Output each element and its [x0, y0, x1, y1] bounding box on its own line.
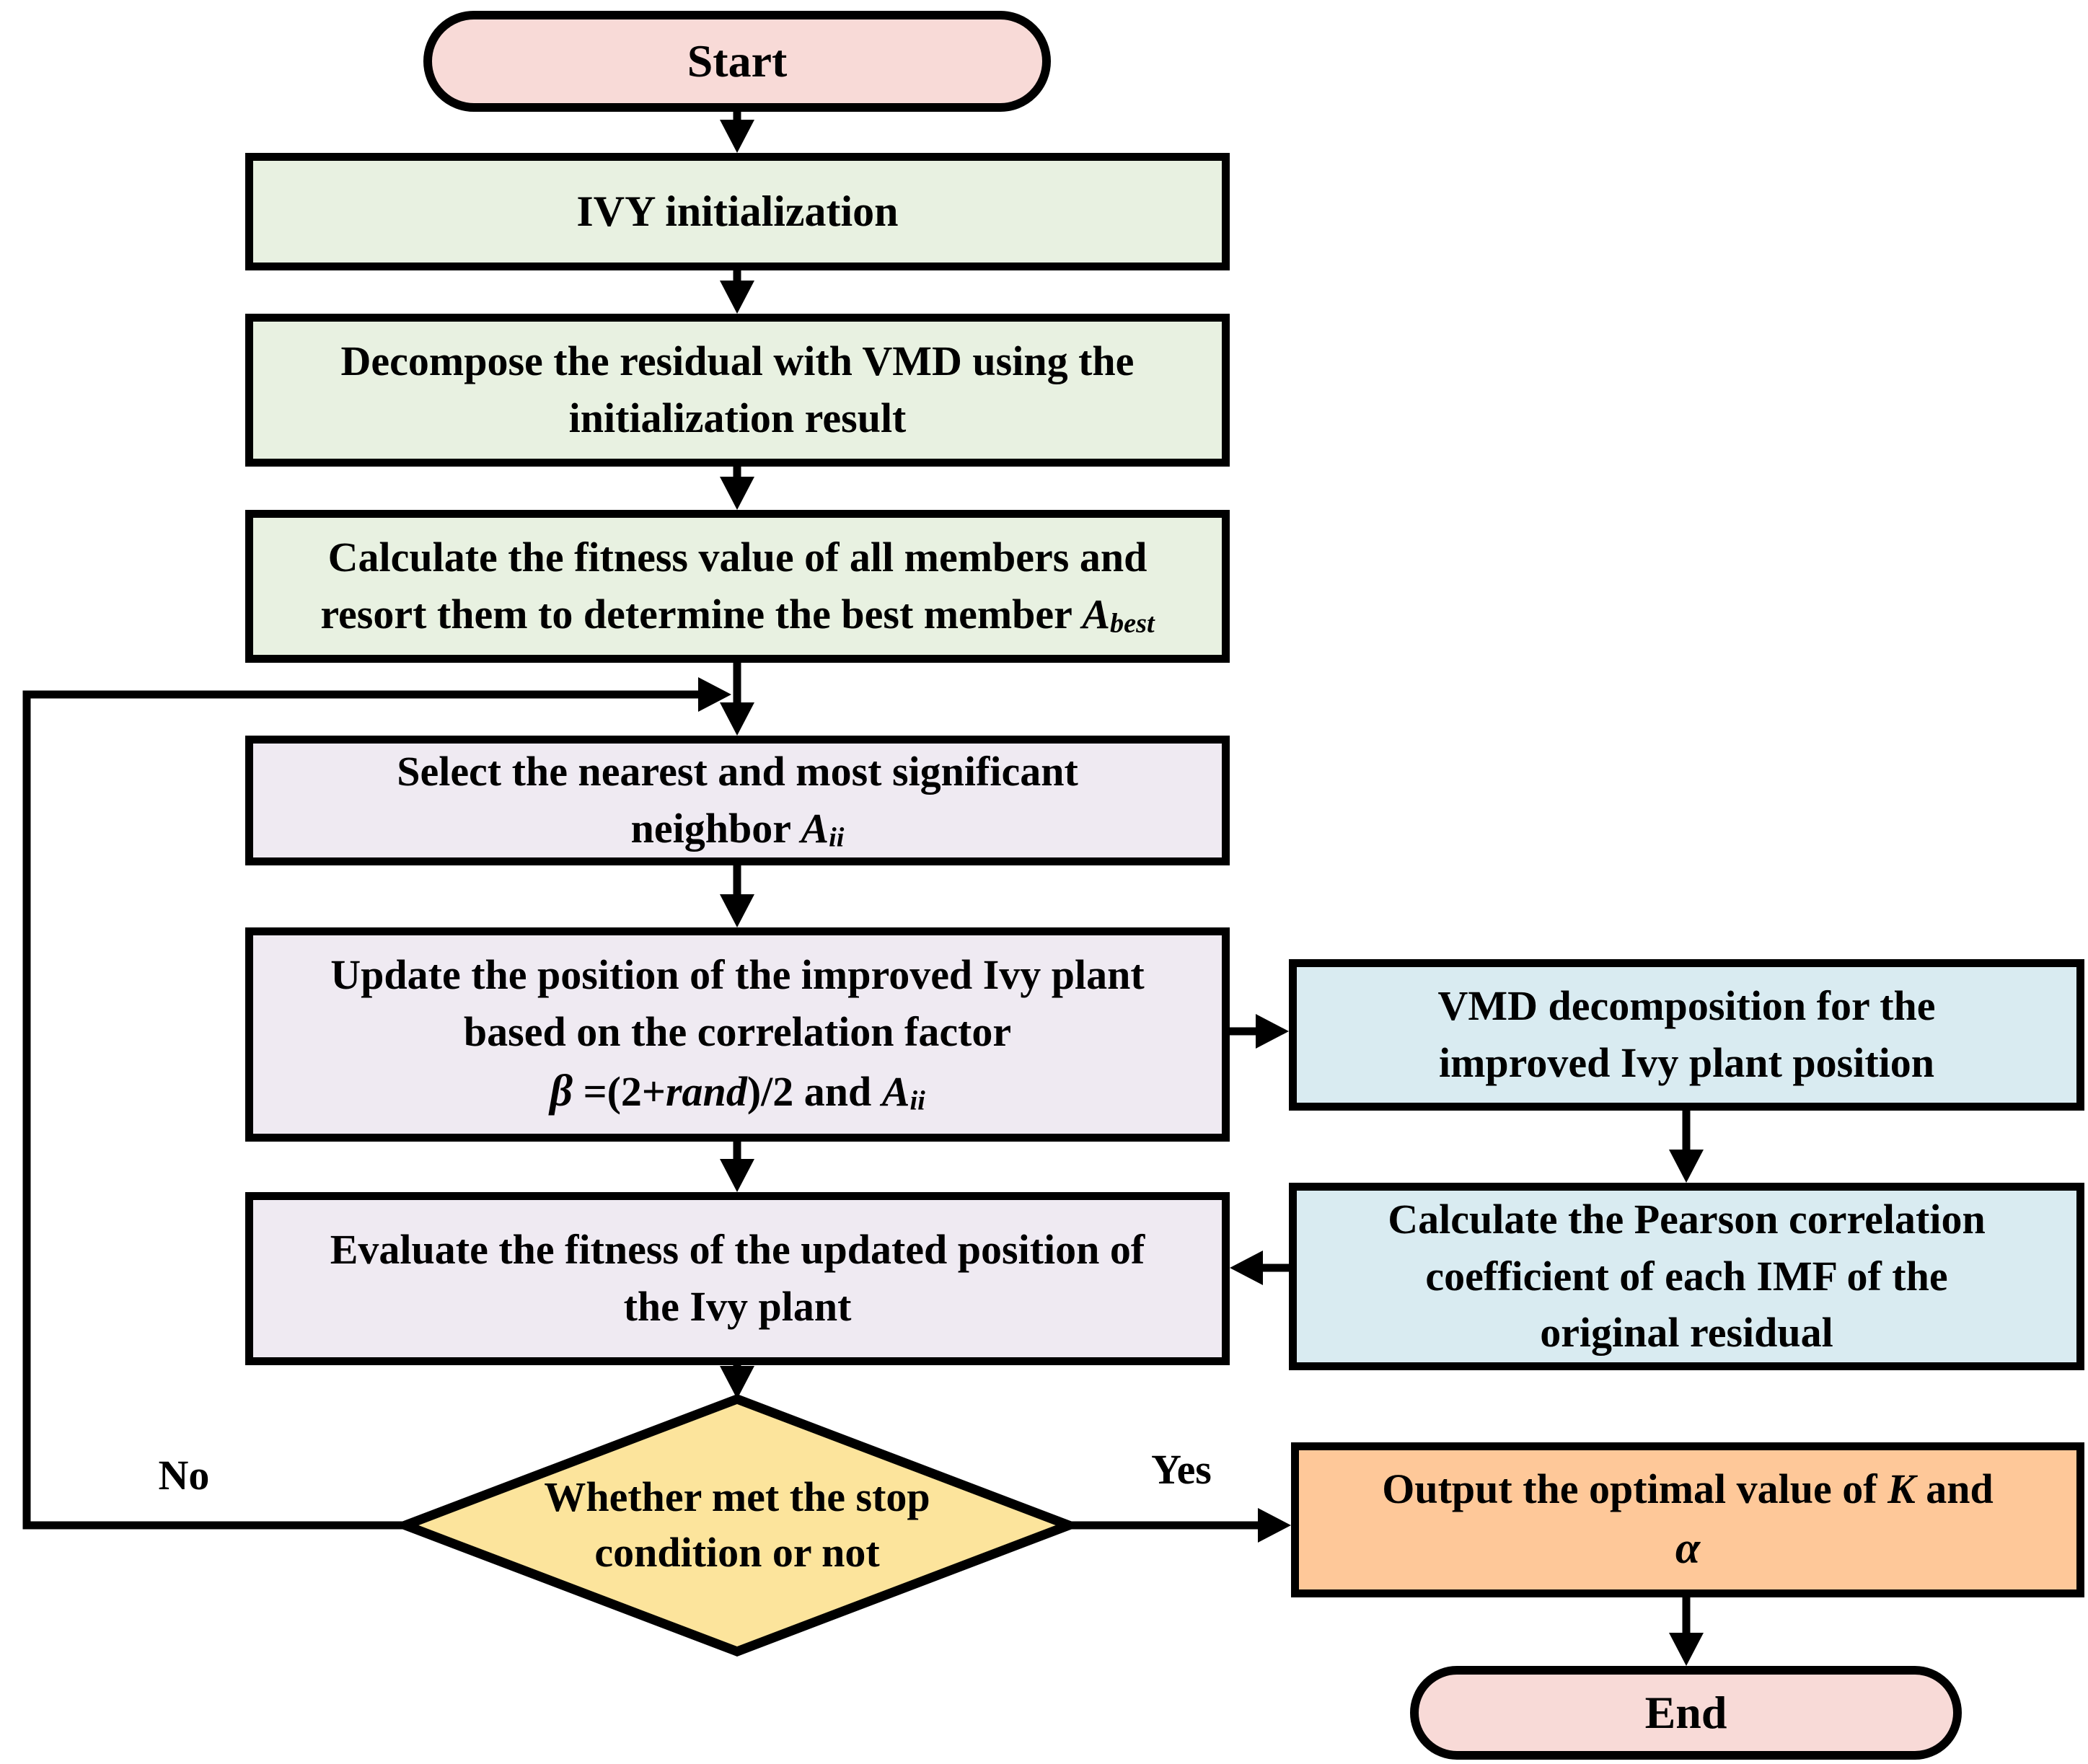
formula-var: A — [881, 1068, 910, 1116]
node-vmd-decomposition-line2: improved Ivy plant position — [1438, 1039, 1935, 1086]
node-calculate-fitness: Calculate the fitness value of all membe… — [245, 510, 1230, 663]
arrowhead-down-select — [720, 702, 754, 736]
feedback-no-path — [22, 690, 700, 1530]
node-output-optimal-line1: Output the optimal value of K and — [1382, 1461, 1994, 1518]
calculate-fitness-text: resort them to determine the best member — [320, 591, 1083, 638]
node-update-position-formula: β =(2+rand)/2 and Aii — [550, 1061, 925, 1121]
node-end-label: End — [1644, 1687, 1727, 1739]
node-start-label: Start — [687, 35, 788, 87]
arrowhead-down-evaluate — [720, 1159, 754, 1192]
arrowhead-right-vmd — [1256, 1014, 1289, 1049]
alpha-symbol: α — [1675, 1523, 1701, 1573]
node-update-position: Update the position of the improved Ivy … — [245, 927, 1230, 1142]
edge-label-no: No — [158, 1452, 210, 1499]
calculate-fitness-var: A — [1082, 591, 1111, 638]
node-update-position-line1: Update the position of the improved Ivy … — [330, 951, 1145, 999]
arrowhead-down-decision — [720, 1366, 754, 1399]
decision-diamond-shape — [392, 1394, 1083, 1657]
edge-label-yes: Yes — [1151, 1446, 1212, 1493]
node-decompose-vmd-line2: initialization result — [568, 394, 907, 441]
select-neighbor-text: neighbor — [630, 805, 801, 852]
node-stop-condition-line1: Whether met the stop — [544, 1473, 930, 1521]
arrowhead-down-end — [1669, 1633, 1704, 1666]
node-output-optimal: Output the optimal value of K and α — [1291, 1442, 2084, 1597]
node-stop-condition-line2: condition or not — [594, 1529, 880, 1576]
calculate-fitness-subscript: best — [1110, 608, 1155, 639]
arrowhead-right-feedback — [698, 677, 731, 712]
formula-subscript: ii — [909, 1085, 925, 1116]
arrowhead-right-output — [1258, 1508, 1291, 1543]
node-select-neighbor-line1: Select the nearest and most significant — [397, 748, 1078, 795]
arrowhead-down-ivy — [720, 120, 754, 153]
node-decompose-vmd: Decompose the residual with VMD using th… — [245, 314, 1230, 467]
node-start: Start — [423, 11, 1051, 112]
arrowhead-left-evaluate — [1230, 1251, 1263, 1285]
output-var-k: K — [1887, 1465, 1916, 1512]
node-evaluate-fitness-line2: the Ivy plant — [623, 1283, 852, 1330]
node-vmd-decomposition: VMD decomposition for the improved Ivy p… — [1289, 959, 2084, 1111]
node-calculate-fitness-line2: resort them to determine the best member… — [320, 586, 1154, 643]
formula-eq2: )/2 and — [746, 1068, 882, 1116]
output-text-end: and — [1915, 1465, 1994, 1512]
output-text: Output the optimal value of — [1382, 1465, 1888, 1512]
arrowhead-down-decompose — [720, 281, 754, 314]
node-evaluate-fitness-line1: Evaluate the fitness of the updated posi… — [330, 1226, 1145, 1274]
node-pearson-line1: Calculate the Pearson correlation — [1388, 1195, 1986, 1243]
node-end: End — [1410, 1666, 1962, 1760]
node-calculate-fitness-line1: Calculate the fitness value of all membe… — [327, 534, 1147, 581]
node-pearson-correlation: Calculate the Pearson correlation coeffi… — [1289, 1183, 2084, 1370]
formula-eq1: =(2+ — [573, 1068, 666, 1116]
node-update-position-line2: based on the correlation factor — [463, 1008, 1012, 1056]
node-vmd-decomposition-line1: VMD decomposition for the — [1437, 982, 1936, 1030]
node-pearson-line2: coefficient of each IMF of the — [1425, 1252, 1948, 1300]
select-neighbor-var: A — [801, 805, 829, 852]
node-select-neighbor: Select the nearest and most significant … — [245, 736, 1230, 865]
node-ivy-initialization-label: IVY initialization — [576, 187, 899, 235]
node-pearson-line3: original residual — [1540, 1309, 1833, 1357]
arrowhead-down-update — [720, 894, 754, 927]
node-stop-condition: Whether met the stop condition or not — [485, 1435, 990, 1615]
node-select-neighbor-line2: neighbor Aii — [631, 801, 845, 857]
arrowhead-down-calculate — [720, 477, 754, 510]
select-neighbor-subscript: ii — [829, 822, 845, 853]
node-evaluate-fitness: Evaluate the fitness of the updated posi… — [245, 1192, 1230, 1365]
beta-symbol: β — [550, 1067, 573, 1116]
formula-rand: rand — [665, 1068, 747, 1116]
node-ivy-initialization: IVY initialization — [245, 153, 1230, 270]
arrowhead-down-pearson — [1669, 1150, 1704, 1183]
node-decompose-vmd-line1: Decompose the residual with VMD using th… — [340, 338, 1135, 385]
